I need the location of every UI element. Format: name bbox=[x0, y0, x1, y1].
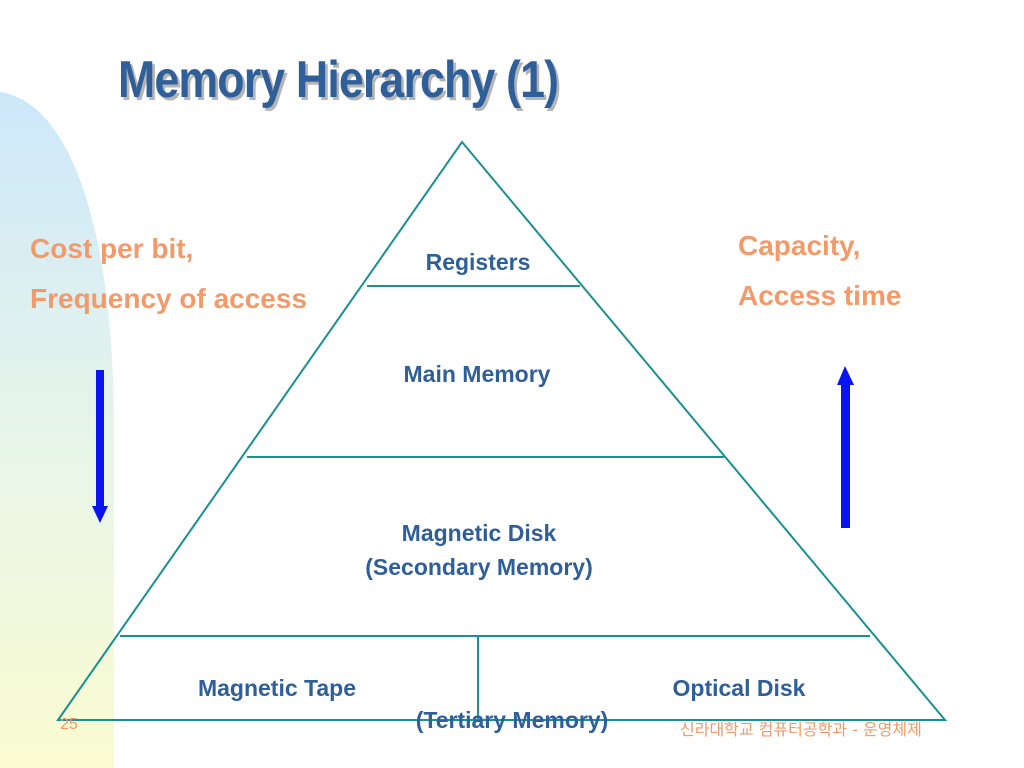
label-tertiary-memory: (Tertiary Memory) bbox=[416, 707, 609, 733]
label-registers: Registers bbox=[426, 249, 531, 275]
page-number: 25 bbox=[60, 716, 78, 733]
label-optical-disk: Optical Disk bbox=[673, 675, 806, 701]
right-annotation-line1: Capacity, bbox=[738, 230, 861, 261]
label-magnetic-disk: Magnetic Disk bbox=[402, 520, 557, 546]
decorative-side-band bbox=[0, 0, 130, 768]
up-arrow-icon bbox=[837, 366, 854, 528]
down-arrow-icon bbox=[92, 370, 108, 523]
left-annotation: Cost per bit, Frequency of access bbox=[30, 224, 307, 324]
right-annotation: Capacity, Access time bbox=[738, 221, 901, 321]
left-annotation-line1: Cost per bit, bbox=[30, 233, 194, 264]
side-band-graphic bbox=[0, 92, 114, 768]
left-annotation-line2: Frequency of access bbox=[30, 283, 308, 314]
pyramid-outline bbox=[56, 140, 948, 721]
label-secondary-memory: (Secondary Memory) bbox=[365, 554, 593, 580]
right-annotation-line2: Access time bbox=[738, 280, 902, 311]
slide-title: Memory Hierarchy (1) bbox=[118, 51, 559, 109]
label-main-memory: Main Memory bbox=[404, 361, 551, 387]
footer-text: 신라대학교 컴퓨터공학과 - 운영체제 bbox=[680, 720, 922, 739]
label-magnetic-tape: Magnetic Tape bbox=[198, 675, 356, 701]
